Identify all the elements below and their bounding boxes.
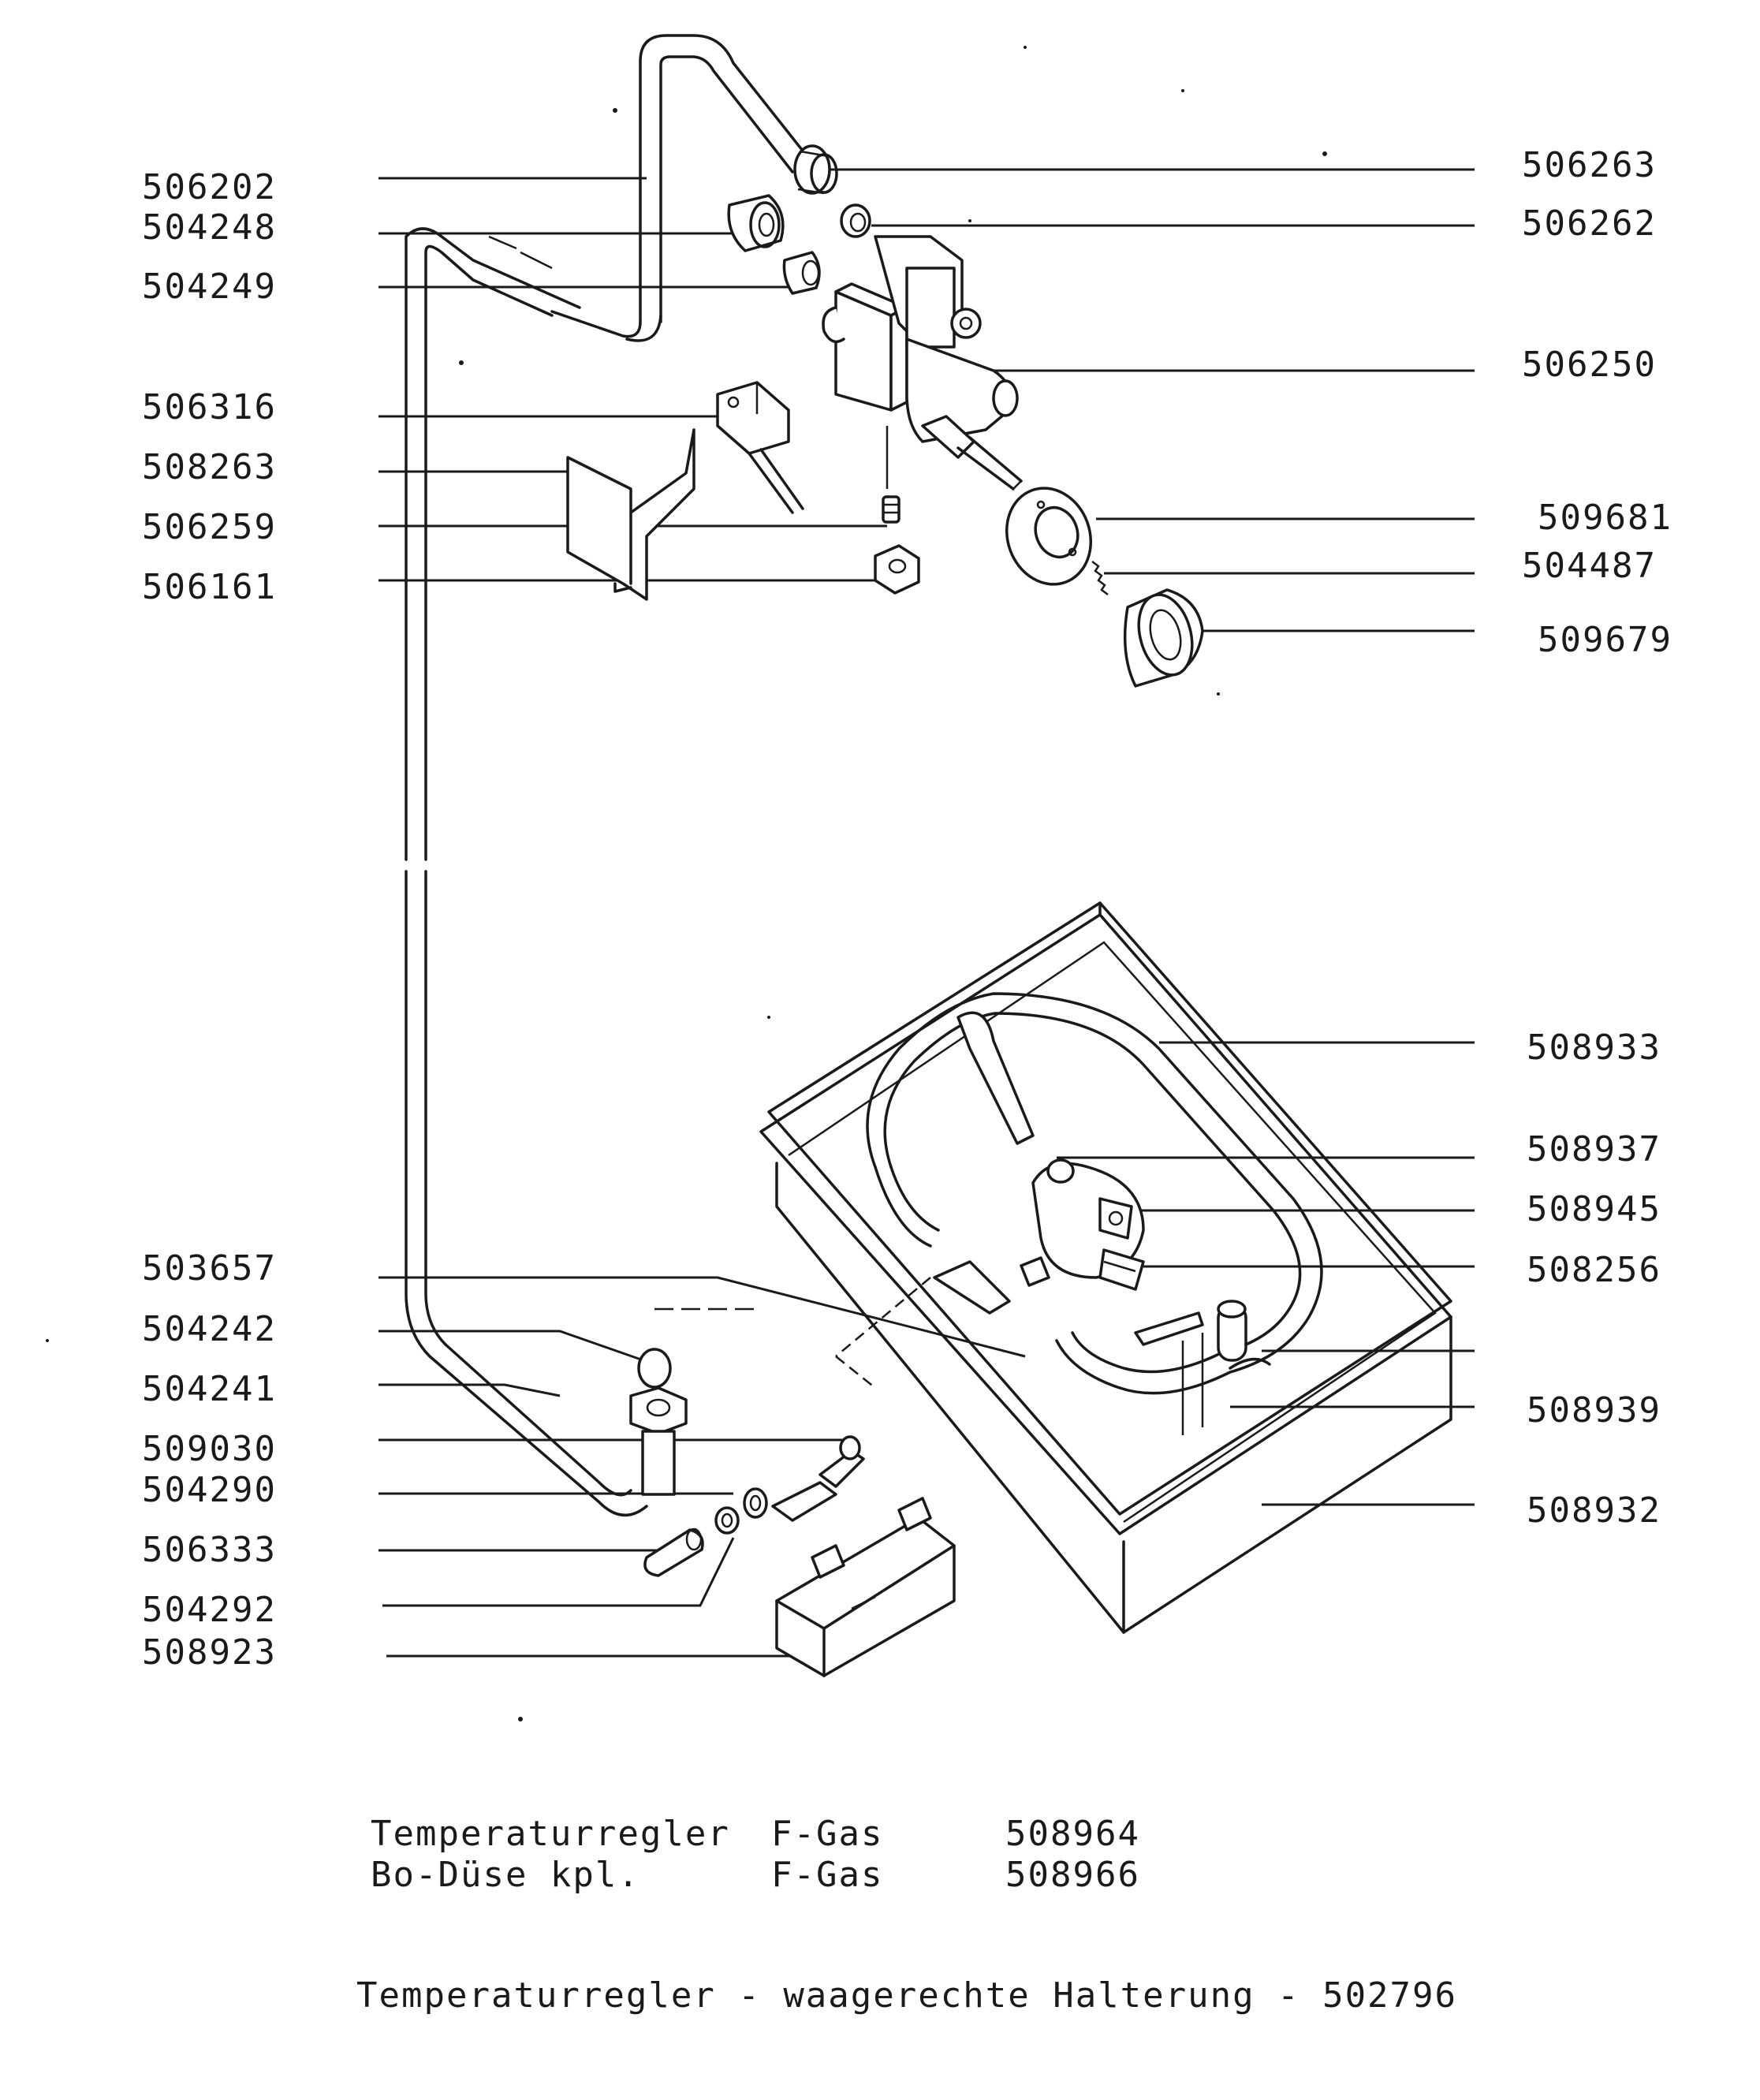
dashed-assembly-lines bbox=[654, 1277, 931, 1389]
parts-row-2-name: Bo-Düse kpl. bbox=[371, 1855, 640, 1895]
bracket-508937 bbox=[1031, 1158, 1145, 1279]
label-504241: 504241 bbox=[142, 1369, 277, 1409]
label-506259: 506259 bbox=[142, 507, 277, 547]
parts-row-2-number: 508966 bbox=[1005, 1855, 1140, 1895]
burner-ring-508933 bbox=[866, 992, 1323, 1395]
parts-row-1-gas: F-Gas bbox=[771, 1814, 883, 1854]
knob-509679 bbox=[1123, 588, 1204, 688]
igniter-508945 bbox=[1098, 1197, 1133, 1240]
label-504248: 504248 bbox=[142, 207, 277, 248]
label-504242: 504242 bbox=[142, 1309, 277, 1349]
label-508263: 508263 bbox=[142, 447, 277, 487]
pin-506333 bbox=[643, 1527, 704, 1577]
label-508939: 508939 bbox=[1527, 1390, 1661, 1430]
label-508256: 508256 bbox=[1527, 1250, 1661, 1290]
label-503657: 503657 bbox=[142, 1248, 277, 1289]
ring-504292 bbox=[714, 1506, 740, 1535]
holder-508923 bbox=[775, 1497, 956, 1677]
label-506262: 506262 bbox=[1522, 203, 1657, 244]
cap-504242 bbox=[637, 1348, 672, 1389]
label-506250: 506250 bbox=[1522, 345, 1657, 385]
parts-row-2-gas: F-Gas bbox=[771, 1855, 883, 1895]
label-509030: 509030 bbox=[142, 1429, 277, 1469]
label-504292: 504292 bbox=[142, 1590, 277, 1630]
sleeve-504249 bbox=[782, 251, 821, 295]
nut-504248 bbox=[727, 194, 785, 252]
label-506333: 506333 bbox=[142, 1530, 277, 1570]
fitting-506262 bbox=[840, 203, 871, 238]
spring-504487 bbox=[1091, 561, 1109, 595]
scan-specks bbox=[46, 46, 1327, 1721]
fitting-506263 bbox=[793, 144, 838, 195]
label-508923: 508923 bbox=[142, 1632, 277, 1673]
dial-plate-509681 bbox=[1005, 487, 1093, 586]
label-508933: 508933 bbox=[1527, 1028, 1661, 1068]
pilot-508939 bbox=[1134, 1300, 1271, 1435]
thermocouple-508256 bbox=[1098, 1248, 1145, 1291]
parts-row-1-number: 508964 bbox=[1005, 1814, 1140, 1854]
bracket-508263 bbox=[566, 428, 695, 601]
thermostat-valve-506250 bbox=[822, 235, 1023, 490]
burner-tray-508932 bbox=[759, 901, 1452, 1634]
microswitch-506316 bbox=[716, 381, 804, 514]
parts-row-1-name: Temperaturregler bbox=[371, 1814, 730, 1854]
right-leader-lines bbox=[828, 168, 1475, 1506]
label-509681: 509681 bbox=[1538, 498, 1672, 538]
label-508932: 508932 bbox=[1527, 1490, 1661, 1531]
screw-506259 bbox=[882, 495, 901, 524]
label-504290: 504290 bbox=[142, 1470, 277, 1510]
fitting-504241 bbox=[629, 1386, 688, 1496]
gas-tube-vertical bbox=[405, 227, 648, 1517]
label-508945: 508945 bbox=[1527, 1189, 1661, 1229]
label-504487: 504487 bbox=[1522, 546, 1657, 586]
nut-506161 bbox=[874, 544, 920, 595]
label-506161: 506161 bbox=[142, 567, 277, 607]
nozzle-509030 bbox=[771, 1435, 865, 1522]
label-506316: 506316 bbox=[142, 387, 277, 427]
label-506202: 506202 bbox=[142, 167, 277, 207]
label-508937: 508937 bbox=[1527, 1129, 1661, 1169]
washer-504290 bbox=[743, 1487, 768, 1519]
diagram-title: Temperaturregler - waagerechte Halterung… bbox=[356, 1975, 1457, 2016]
label-506263: 506263 bbox=[1522, 145, 1657, 185]
nozzle-bracket bbox=[933, 1256, 1050, 1315]
label-504249: 504249 bbox=[142, 267, 277, 307]
gas-tube-upper bbox=[550, 34, 810, 342]
label-509679: 509679 bbox=[1538, 620, 1672, 660]
